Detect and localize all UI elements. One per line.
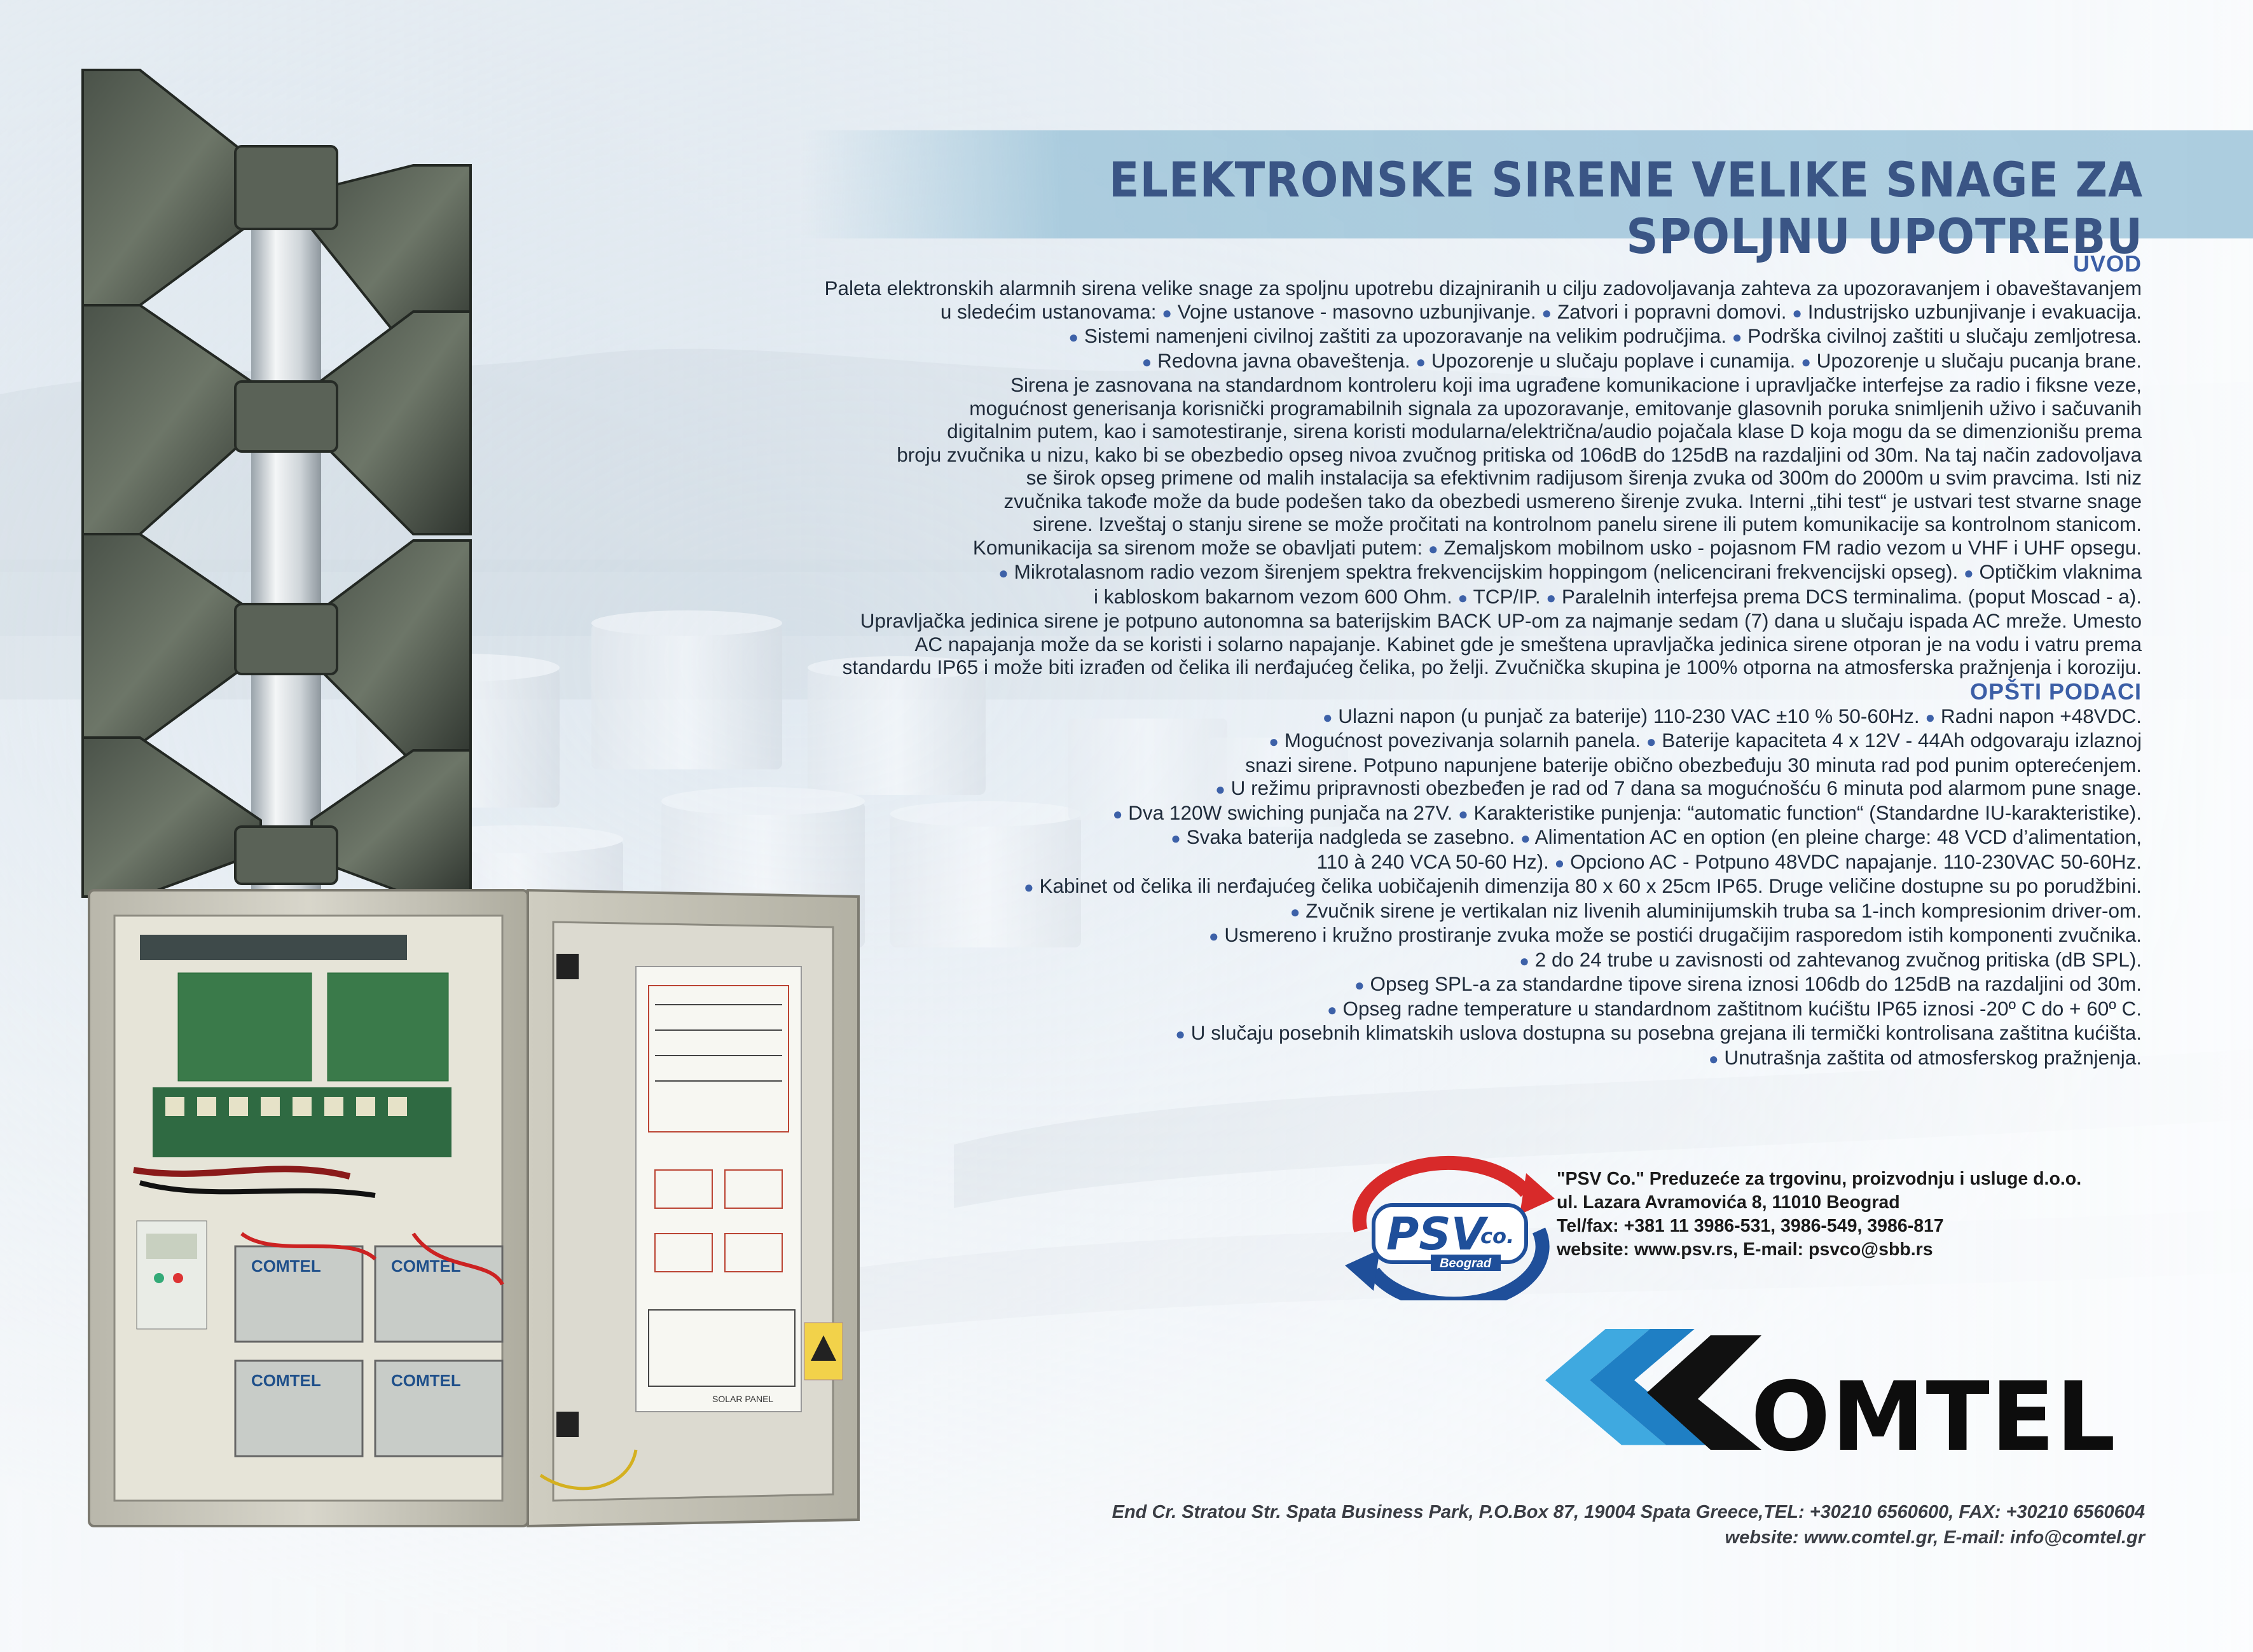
intro-line: broju zvučnika u nizu, kako bi se obezbe…	[897, 443, 2142, 466]
bullet-icon: ●	[1457, 588, 1468, 607]
intro-line: ● Sistemi namenjeni civilnoj zaštiti za …	[1068, 324, 2142, 347]
general-line: ● Svaka baterija nadgleda se zasebno. ● …	[1171, 825, 2142, 848]
psv-logo-co: co.	[1480, 1224, 1514, 1248]
general-line: ● Opseg SPL-a za standardne tipove siren…	[1354, 972, 2142, 995]
bullet-icon: ●	[1354, 975, 1365, 995]
intro-paragraphs: Paleta elektronskih alarmnih sirena veli…	[679, 277, 2142, 679]
general-line: ● Kabinet od čelika ili nerđajućeg čelik…	[1023, 874, 2142, 897]
general-line: ● Dva 120W swiching punjača na 27V. ● Ka…	[1112, 801, 2142, 824]
bullet-icon: ●	[1801, 352, 1811, 371]
battery-brand-4: COMTEL	[391, 1371, 461, 1390]
psv-logo-text: PSV	[1386, 1208, 1489, 1260]
intro-line: digitalnim putem, kao i samotestiranje, …	[947, 420, 2142, 443]
bullet-icon: ●	[1269, 732, 1279, 751]
bullet-icon: ●	[1162, 303, 1172, 322]
bullet-icon: ●	[1925, 707, 1936, 727]
bullet-icon: ●	[1554, 853, 1565, 872]
intro-line: Upravljačka jedinica sirene je potpuno a…	[860, 609, 2142, 632]
psv-address-line: ul. Lazara Avramovića 8, 11010 Beograd	[1557, 1192, 1900, 1213]
title-band	[801, 130, 2253, 238]
bullet-icon: ●	[1546, 588, 1557, 607]
battery-brand-1: COMTEL	[251, 1256, 321, 1276]
bullet-icon: ●	[1175, 1024, 1185, 1043]
bullet-icon: ●	[1290, 902, 1300, 921]
solar-panel-label: SOLAR PANEL	[712, 1394, 773, 1404]
comtel-web-line: website: www.comtel.gr, E-mail: info@com…	[1725, 1527, 2145, 1548]
bullet-icon: ●	[1520, 829, 1531, 848]
general-line: ● Unutrašnja zaštita od atmosferskog pra…	[1708, 1045, 2142, 1069]
bullet-icon: ●	[1519, 951, 1529, 970]
general-line: snazi sirene. Potpuno napunjene baterije…	[1245, 753, 2142, 776]
intro-line: Sirena je zasnovana na standardnom kontr…	[1010, 373, 2142, 396]
bullet-icon: ●	[1541, 303, 1552, 322]
intro-line: Paleta elektronskih alarmnih sirena veli…	[824, 277, 2142, 299]
bullet-icon: ●	[1646, 732, 1657, 751]
intro-line: u sledećim ustanovama: ● Vojne ustanove …	[940, 299, 2142, 323]
bullet-icon: ●	[1171, 829, 1181, 848]
comtel-chevrons-icon	[1545, 1329, 1761, 1450]
intro-line: se širok opseg primene od malih instalac…	[1026, 466, 2142, 489]
intro-line: ● Redovna javna obaveštenja. ● Upozorenj…	[1141, 348, 2142, 372]
bullet-icon: ●	[1416, 352, 1426, 371]
intro-line: zvučnika takođe može da bude podešen tak…	[1003, 489, 2142, 513]
bullet-icon: ●	[1208, 926, 1219, 946]
siren-tower-image	[81, 69, 472, 898]
bullet-icon: ●	[998, 563, 1009, 582]
intro-line: AC napajanja može da se koristi i solarn…	[914, 632, 2142, 656]
psv-phone-line: Tel/fax: +381 11 3986-531, 3986-549, 398…	[1557, 1216, 1944, 1236]
intro-line: standardu IP65 i može biti izrađen od če…	[842, 656, 2142, 678]
bullet-icon: ●	[1112, 804, 1123, 823]
section-heading-general: OPŠTI PODACI	[1969, 678, 2142, 705]
bullet-icon: ●	[1322, 707, 1333, 727]
bullet-icon: ●	[1458, 804, 1468, 823]
comtel-logo-text: OMTEL	[1751, 1362, 2116, 1456]
bullet-icon: ●	[1792, 303, 1802, 322]
battery-brand-3: COMTEL	[251, 1371, 321, 1390]
general-line: ● Mogućnost povezivanja solarnih panela.…	[1269, 729, 2142, 752]
bullet-icon: ●	[1023, 878, 1034, 897]
comtel-address-line: End Cr. Stratou Str. Spata Business Park…	[1112, 1502, 2145, 1522]
general-line: ● 2 do 24 trube u zavisnosti od zahtevan…	[1519, 947, 2142, 971]
general-line: 110 à 240 VCA 50-60 Hz). ● Opciono AC - …	[1316, 850, 2142, 873]
psv-web-line: website: www.psv.rs, E-mail: psvco@sbb.r…	[1557, 1239, 1933, 1260]
intro-line: Komunikacija sa sirenom može se obavljat…	[972, 535, 2142, 559]
intro-line: mogućnost generisanja korisnički program…	[969, 396, 2142, 420]
bullet-icon: ●	[1326, 1000, 1337, 1019]
psv-logo-city: Beograd	[1440, 1256, 1492, 1270]
intro-line: ● Mikrotalasnom radio vezom širenjem spe…	[998, 560, 2142, 583]
main-text: UVOD Paleta elektronskih alarmnih sirena…	[679, 251, 2142, 1070]
control-cabinet-image: COMTEL COMTEL COMTEL COMTEL SOLAR PANEL	[88, 888, 860, 1528]
general-line: ● Usmereno i kružno prostiranje zvuka mo…	[1208, 923, 2142, 946]
general-line: ● U režimu pripravnosti obezbeđen je rad…	[1215, 776, 2142, 799]
bullet-icon: ●	[1141, 352, 1152, 371]
battery-pack	[234, 1245, 504, 1457]
psv-logo: PSV co. Beograd	[1345, 1155, 1555, 1300]
comtel-logo: OMTEL	[1545, 1329, 2116, 1456]
general-data-list: ● Ulazni napon (u punjač za baterije) 11…	[679, 705, 2142, 1071]
section-heading-intro: UVOD	[2072, 251, 2142, 277]
general-line: ● Opseg radne temperature u standardnom …	[1326, 996, 2142, 1020]
psv-contact: "PSV Co." Preduzeće za trgovinu, proizvo…	[1557, 1167, 2081, 1262]
psv-company-line: "PSV Co." Preduzeće za trgovinu, proizvo…	[1557, 1169, 2082, 1189]
bullet-icon: ●	[1215, 780, 1225, 799]
page-title: ELEKTRONSKE SIRENE VELIKE SNAGE ZA SPOLJ…	[1108, 151, 2143, 265]
comtel-footer: End Cr. Stratou Str. Spata Business Park…	[1112, 1499, 2145, 1550]
bullet-icon: ●	[1732, 327, 1742, 347]
bullet-icon: ●	[1428, 539, 1438, 558]
bullet-icon: ●	[1068, 327, 1079, 347]
intro-line: sirene. Izveštaj o stanju sirene se može…	[1033, 513, 2142, 535]
general-line: ● U slučaju posebnih klimatskih uslova d…	[1175, 1021, 2142, 1044]
bullet-icon: ●	[1708, 1049, 1719, 1068]
general-line: ● Zvučnik sirene je vertikalan niz liven…	[1290, 898, 2142, 922]
intro-line: i kabloskom bakarnom vezom 600 Ohm. ● TC…	[1094, 584, 2142, 608]
bullet-icon: ●	[1963, 563, 1974, 582]
general-line: ● Ulazni napon (u punjač za baterije) 11…	[1322, 704, 2142, 727]
horn-group	[81, 69, 472, 898]
